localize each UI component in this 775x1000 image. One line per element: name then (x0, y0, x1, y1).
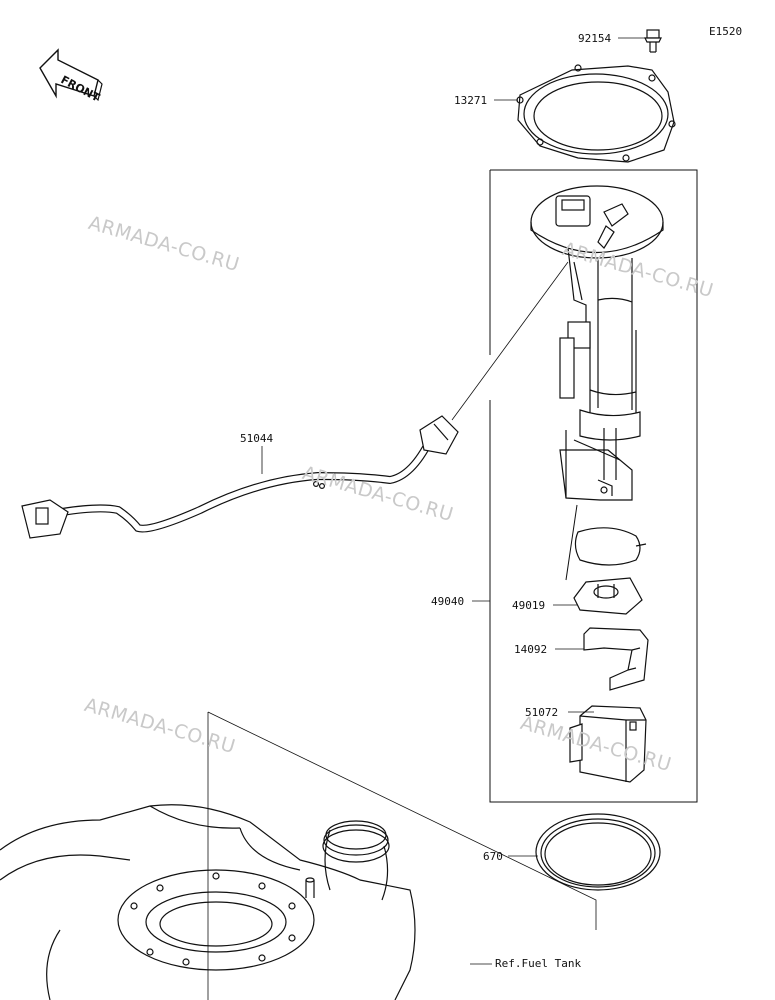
hose-part-icon (21, 415, 459, 539)
label-clip: 14092 (514, 643, 548, 656)
pump-body-icon (559, 247, 641, 581)
pump-assembly-frame (489, 169, 698, 803)
label-filter-holder: 49019 (512, 599, 546, 612)
fuel-tank-reference-icon (0, 804, 416, 1000)
front-arrow-icon: FRONT (39, 48, 103, 105)
diagram-code: E1520 (709, 25, 743, 38)
pump-flange-icon (530, 185, 664, 259)
label-reference: Ref.Fuel Tank (495, 957, 582, 970)
bolt-part-icon (644, 29, 662, 53)
gasket-plate-part-icon (516, 64, 676, 163)
label-bracket: 51072 (525, 706, 559, 719)
label-o-ring: 670 (483, 850, 503, 863)
label-bolt: 92154 (578, 32, 612, 45)
label-hose: 51044 (240, 432, 274, 445)
label-gasket-plate: 13271 (454, 94, 488, 107)
clip-part-icon (583, 627, 649, 691)
label-pump-assembly: 49040 (431, 595, 465, 608)
bracket-part-icon (569, 705, 647, 783)
o-ring-part-icon (535, 813, 661, 891)
hose-connection-line (451, 261, 569, 421)
filter-holder-part-icon (573, 577, 643, 615)
reference-line-diagonal (207, 711, 597, 930)
pump-filter-icon (574, 527, 647, 566)
